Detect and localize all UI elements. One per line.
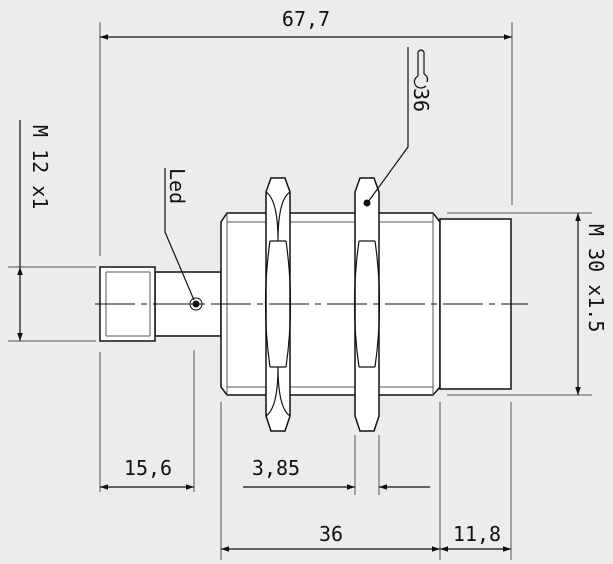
dimension-lines <box>17 34 581 552</box>
dim-overall-length: 67,7 <box>282 7 330 31</box>
dim-thread-length: 36 <box>319 522 343 546</box>
wrench-size-label: 36 <box>409 88 433 112</box>
dim-housing-thread: M 30 x1.5 <box>584 224 608 332</box>
wrench-icon <box>413 49 429 89</box>
led-label: Led <box>165 168 189 204</box>
led-leader <box>164 168 195 301</box>
extension-lines <box>8 22 592 560</box>
dim-connector-thread: M 12 x1 <box>28 125 52 209</box>
dim-connector-length: 15,6 <box>124 456 172 480</box>
dim-cap-length: 11,8 <box>453 522 501 546</box>
wrench-leader <box>367 47 409 203</box>
dim-nut-thickness: 3,85 <box>252 456 300 480</box>
